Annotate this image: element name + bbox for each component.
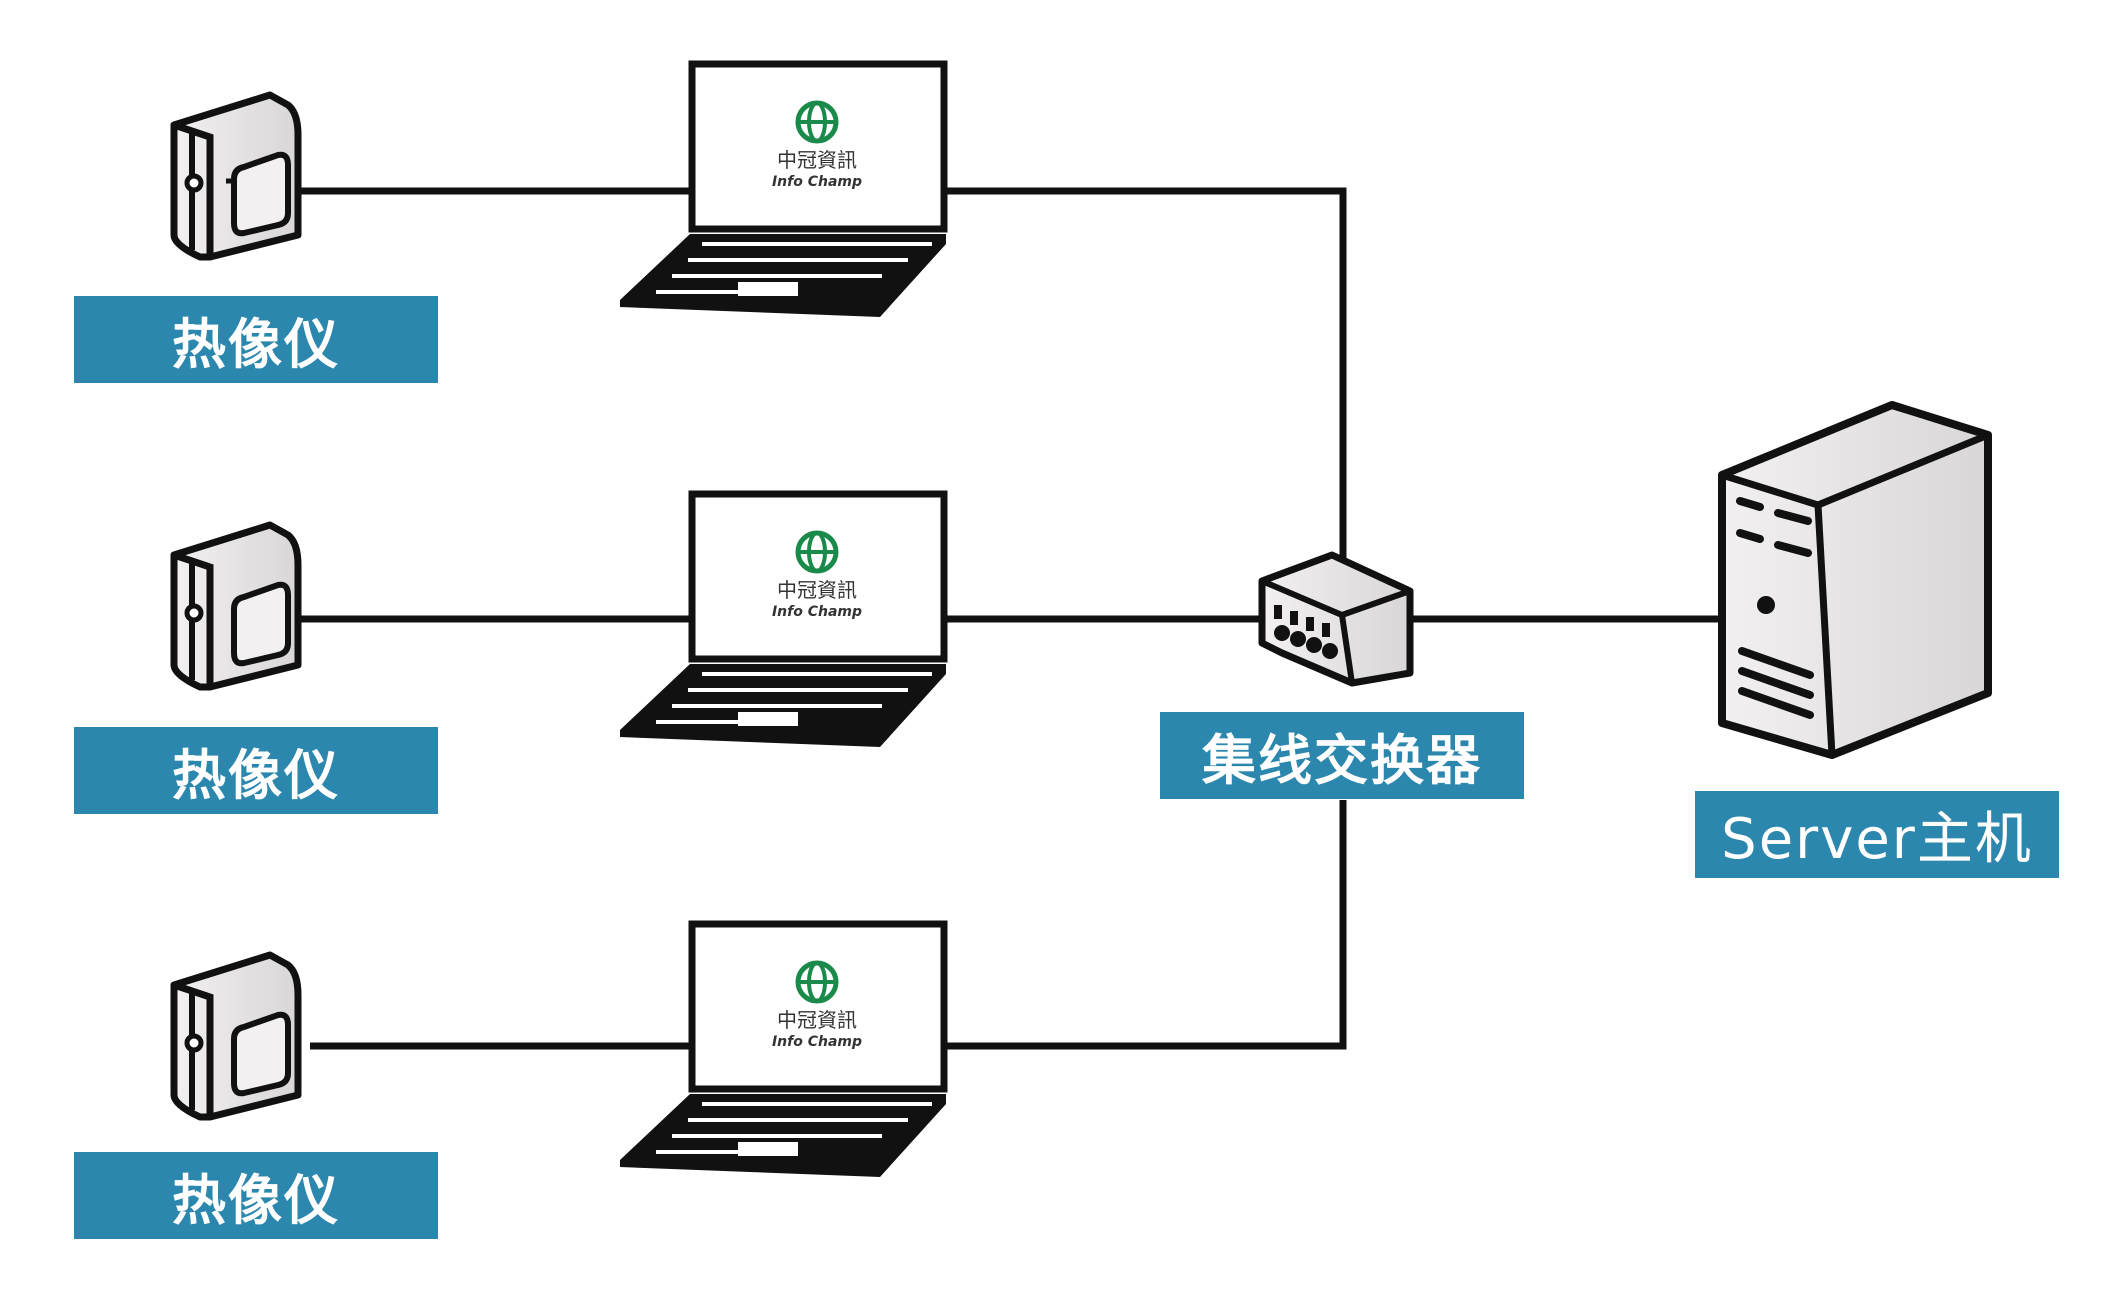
- server-tower-icon: [1718, 401, 1992, 759]
- switch-label: 集线交换器: [1160, 712, 1524, 799]
- laptop-icon: [620, 490, 948, 747]
- laptop-1-logo-en: Info Champ: [771, 174, 863, 190]
- laptop-2-logo-cn: 中冠資訊: [777, 578, 857, 602]
- thermal-camera-icon: [170, 951, 302, 1121]
- info-champ-logo-icon: [795, 960, 839, 1004]
- laptop-3-logo-cn: 中冠資訊: [777, 1008, 857, 1032]
- thermal-camera-icon: [170, 91, 302, 261]
- link-laptop-3-switch: [940, 800, 1347, 1050]
- laptop-icon: [620, 920, 948, 1177]
- server-label: Server主机: [1695, 791, 2059, 878]
- network-switch-icon: [1258, 551, 1414, 687]
- connection-lines: [290, 187, 1720, 1050]
- camera-3-label: 热像仪: [74, 1152, 438, 1239]
- laptop-2-logo-en: Info Champ: [771, 604, 863, 620]
- camera-2-label: 热像仪: [74, 727, 438, 814]
- laptop-icon: [620, 60, 948, 317]
- thermal-camera-icon: [170, 521, 302, 691]
- laptop-3-logo-en: Info Champ: [771, 1034, 863, 1050]
- link-laptop-1-switch: [940, 187, 1347, 565]
- info-champ-logo-icon: [795, 100, 839, 144]
- info-champ-logo-icon: [795, 530, 839, 574]
- camera-1-label: 热像仪: [74, 296, 438, 383]
- laptop-1-logo-cn: 中冠資訊: [777, 148, 857, 172]
